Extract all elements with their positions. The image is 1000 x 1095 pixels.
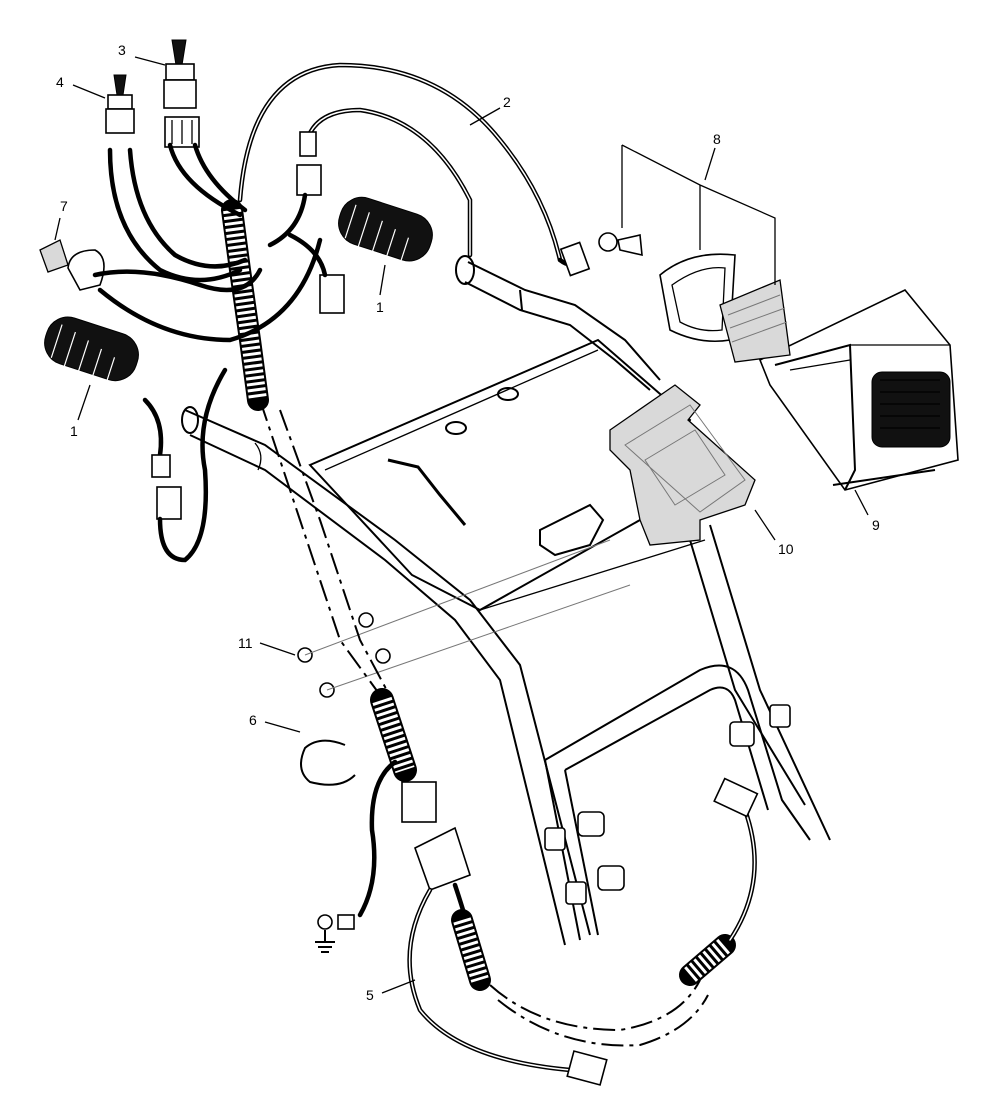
callout-6: 6 [249, 712, 257, 728]
screws [297, 539, 631, 698]
leader-lines [54, 56, 869, 994]
callout-1-lower: 1 [70, 423, 78, 439]
headlight-housing [758, 289, 959, 491]
plug-connector [39, 239, 105, 291]
callout-9: 9 [872, 517, 880, 533]
callout-11: 11 [238, 635, 253, 651]
wiring-harness [92, 62, 759, 1086]
callout-7: 7 [60, 198, 68, 214]
wire-clip [300, 739, 356, 786]
handle-frame [181, 261, 831, 946]
callout-5: 5 [366, 987, 374, 1003]
heated-grips [44, 196, 475, 388]
callout-10: 10 [778, 541, 794, 557]
callout-1-upper: 1 [376, 299, 384, 315]
frame-bolts [544, 704, 791, 905]
headlight-bracket [609, 384, 756, 546]
callout-8: 8 [713, 131, 721, 147]
callout-3: 3 [118, 42, 126, 58]
headlight-lens [598, 144, 791, 363]
callout-labels: 3 4 7 2 8 1 1 9 10 11 6 5 [56, 42, 880, 1003]
switches [105, 39, 200, 148]
callout-4: 4 [56, 74, 64, 90]
callout-2: 2 [503, 94, 511, 110]
